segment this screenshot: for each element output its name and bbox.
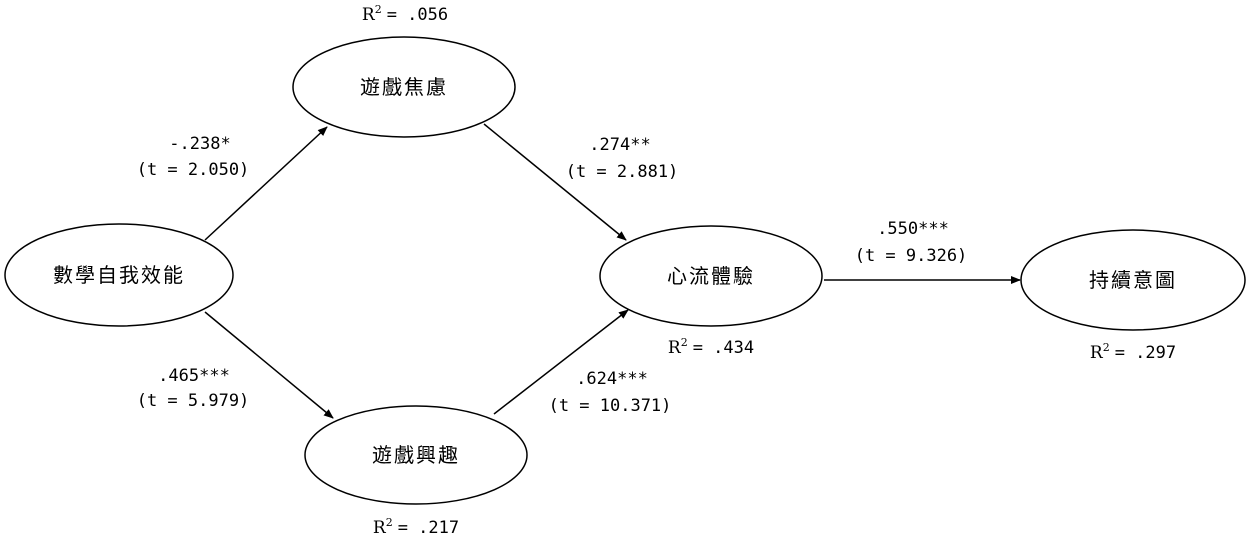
edge-interest-to-flow [493, 309, 629, 415]
r2-letter: R [1090, 343, 1104, 363]
node-game-anxiety-label: 遊戲焦慮 [360, 75, 448, 99]
node-continuance-intention-label: 持續意圖 [1089, 268, 1177, 292]
node-flow-experience-label: 心流體驗 [667, 264, 755, 288]
coef-efficacy-to-interest: .465*** [158, 366, 230, 386]
r2-game-anxiety: R2 = .056 [362, 3, 448, 25]
coef-anxiety-to-flow: .274** [589, 135, 650, 155]
t-flow-to-intention: (t = 9.326) [855, 246, 968, 266]
r2-superscript: 2 [1103, 341, 1110, 354]
node-game-interest: 遊戲興趣 [304, 405, 528, 505]
r2-letter: R [373, 518, 387, 538]
node-self-efficacy-label: 數學自我效能 [53, 263, 185, 287]
r2-game-interest: R2 = .217 [373, 516, 459, 538]
r2-flow-experience: R2 = .434 [668, 336, 754, 358]
node-game-interest-label: 遊戲興趣 [372, 443, 460, 467]
r2-superscript: 2 [375, 3, 382, 16]
coef-interest-to-flow: .624*** [576, 369, 648, 389]
r2-letter: R [668, 338, 682, 358]
edge-efficacy-to-interest [204, 311, 334, 419]
r2-flow-experience-value: = .434 [693, 338, 754, 358]
r2-game-interest-value: = .217 [398, 518, 459, 538]
node-continuance-intention: 持續意圖 [1020, 229, 1246, 331]
t-efficacy-to-anxiety: (t = 2.050) [137, 160, 250, 180]
node-self-efficacy: 數學自我效能 [4, 223, 234, 327]
node-flow-experience: 心流體驗 [599, 225, 823, 327]
node-game-anxiety: 遊戲焦慮 [292, 36, 516, 138]
r2-superscript: 2 [386, 516, 393, 529]
t-interest-to-flow: (t = 10.371) [549, 396, 672, 416]
t-anxiety-to-flow: (t = 2.881) [566, 162, 679, 182]
r2-letter: R [362, 5, 376, 25]
r2-game-anxiety-value: = .056 [387, 5, 448, 25]
edge-efficacy-to-anxiety [204, 126, 328, 241]
t-efficacy-to-interest: (t = 5.979) [137, 391, 250, 411]
edge-anxiety-to-flow [483, 123, 627, 241]
coef-flow-to-intention: .550*** [877, 219, 949, 239]
r2-continuance-intention-value: = .297 [1115, 343, 1176, 363]
coef-efficacy-to-anxiety: -.238* [169, 134, 230, 154]
r2-superscript: 2 [681, 336, 688, 349]
r2-continuance-intention: R2 = .297 [1090, 341, 1176, 363]
